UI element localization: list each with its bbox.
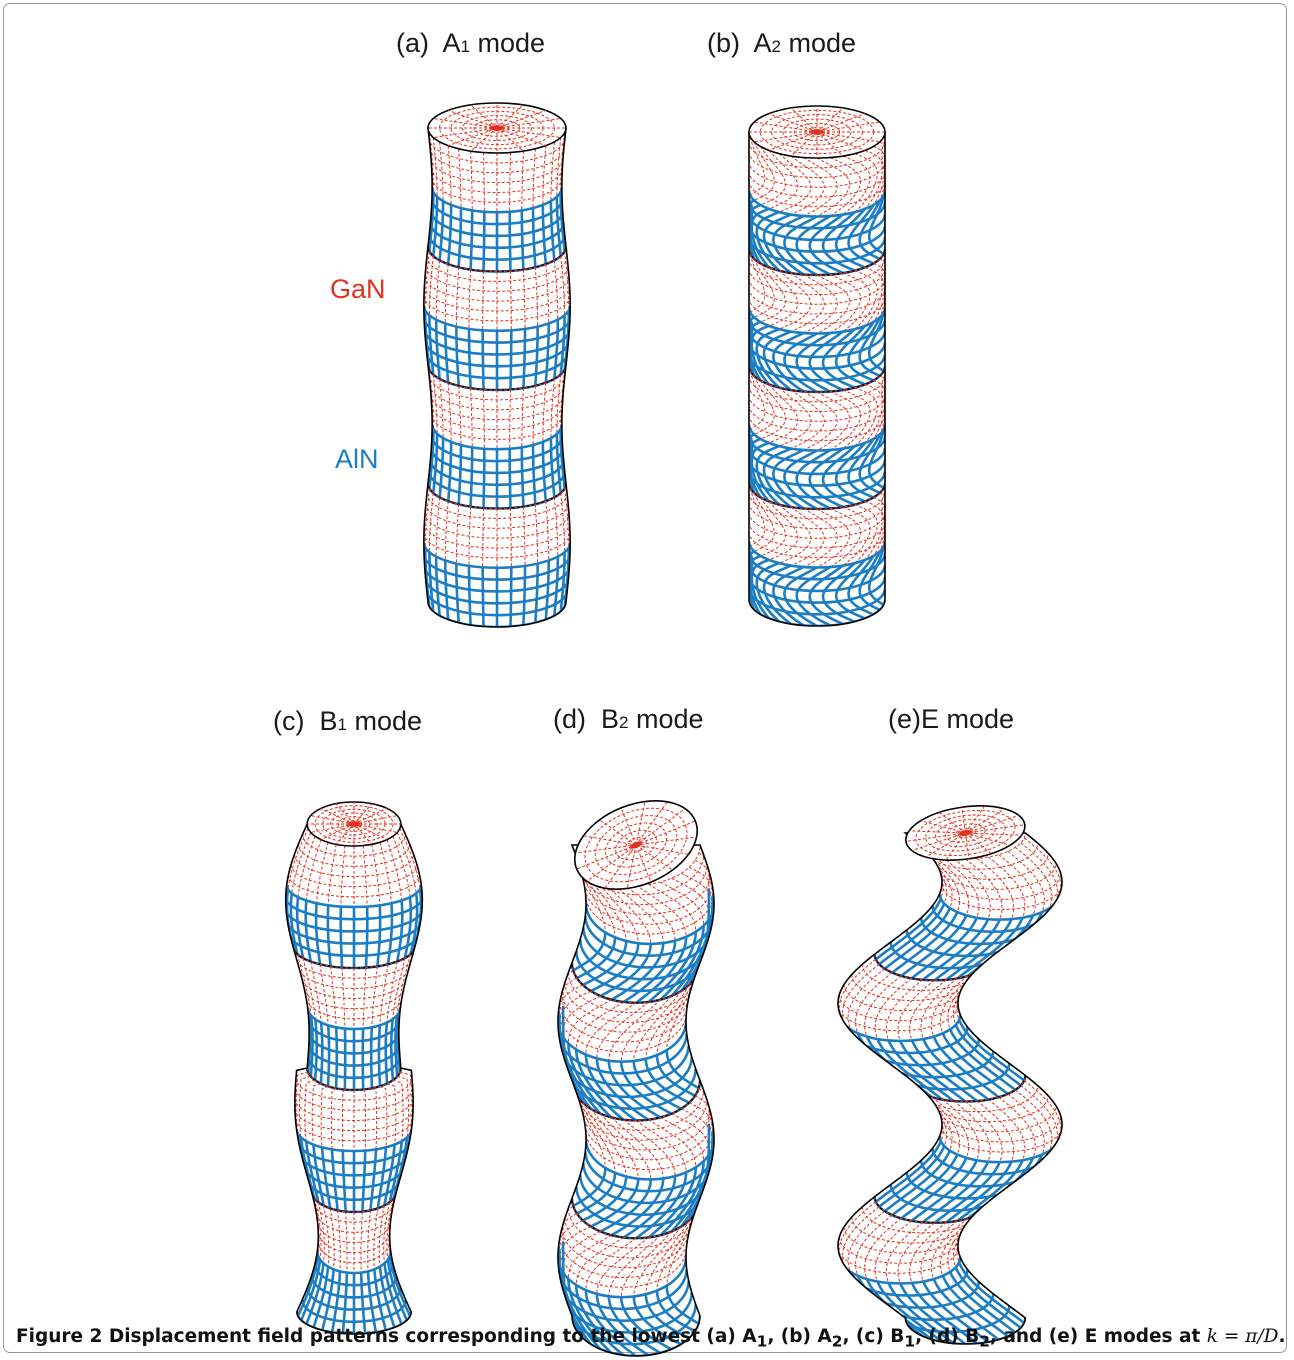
nanowire-a1-mode <box>424 103 570 627</box>
nanowire-b1-mode <box>286 802 423 1334</box>
nanowire-a2-mode <box>749 106 885 626</box>
figure-caption: Figure 2 Displacement field patterns cor… <box>16 1326 1286 1351</box>
nanowire-b2-mode <box>558 784 714 1356</box>
nanowire-e-mode <box>838 799 1062 1344</box>
